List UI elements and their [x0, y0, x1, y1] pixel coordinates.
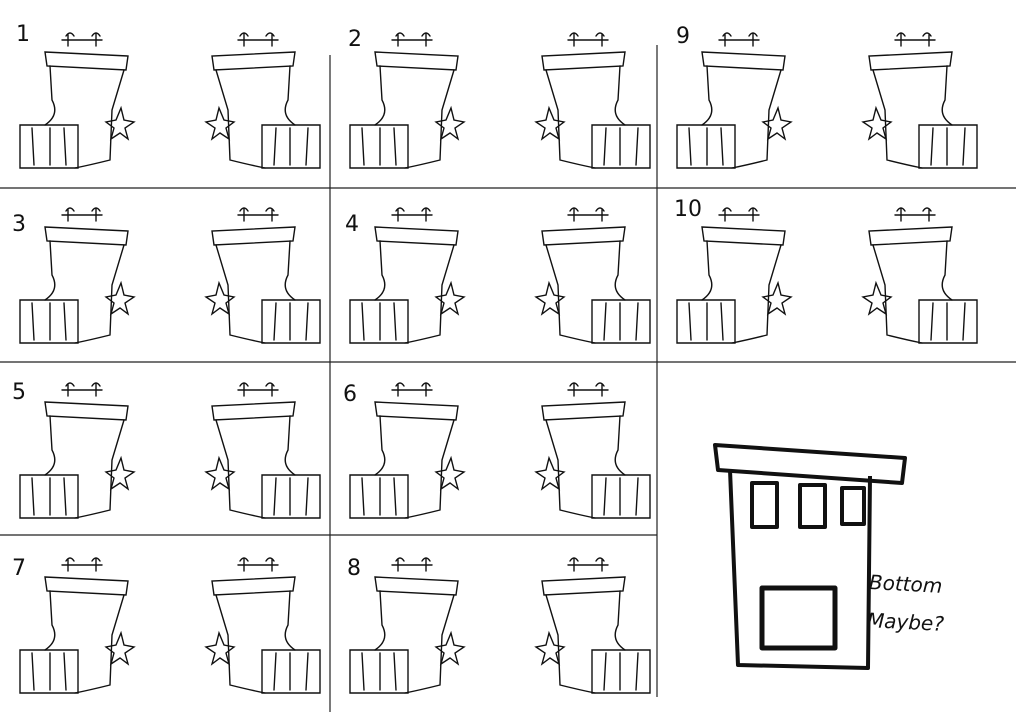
boot-sketch-left: [349, 557, 465, 694]
building-sketch: [713, 443, 907, 670]
handwritten-note: Bottom Maybe?: [866, 563, 947, 643]
boot-sketch-right: [535, 32, 651, 169]
boot-sketch-right: [205, 32, 321, 169]
boot-sketch-right: [535, 207, 651, 344]
boot-sketch-right: [205, 207, 321, 344]
note-line-1: Bottom: [868, 570, 943, 598]
boot-sketch-left: [349, 207, 465, 344]
variant-label: 9: [676, 24, 690, 49]
variant-label: 8: [347, 556, 361, 581]
boot-sketch-left: [676, 32, 792, 169]
boot-sketch-right: [205, 557, 321, 694]
boot-sketch-left: [349, 32, 465, 169]
variant-label: 5: [12, 380, 26, 405]
boot-sketch-left: [19, 207, 135, 344]
boot-sketch-right: [535, 557, 651, 694]
boot-sketch-right: [862, 207, 978, 344]
boot-sketch-left: [19, 382, 135, 519]
boot-sketch-left: [349, 382, 465, 519]
variant-label: 10: [674, 197, 702, 222]
variant-label: 6: [343, 382, 357, 407]
boot-sketch-right: [205, 382, 321, 519]
grid-lines: [0, 45, 1016, 712]
variant-label: 3: [12, 212, 26, 237]
boot-sketch-left: [19, 557, 135, 694]
note-line-2: Maybe?: [866, 607, 945, 636]
variant-label: 7: [12, 556, 26, 581]
boot-sketch-left: [676, 207, 792, 344]
variant-label: 4: [345, 212, 359, 237]
variant-label: 1: [16, 22, 30, 47]
boot-sketch-right: [862, 32, 978, 169]
boot-sketch-left: [19, 32, 135, 169]
boot-sketch-right: [535, 382, 651, 519]
variant-label: 2: [348, 27, 362, 52]
